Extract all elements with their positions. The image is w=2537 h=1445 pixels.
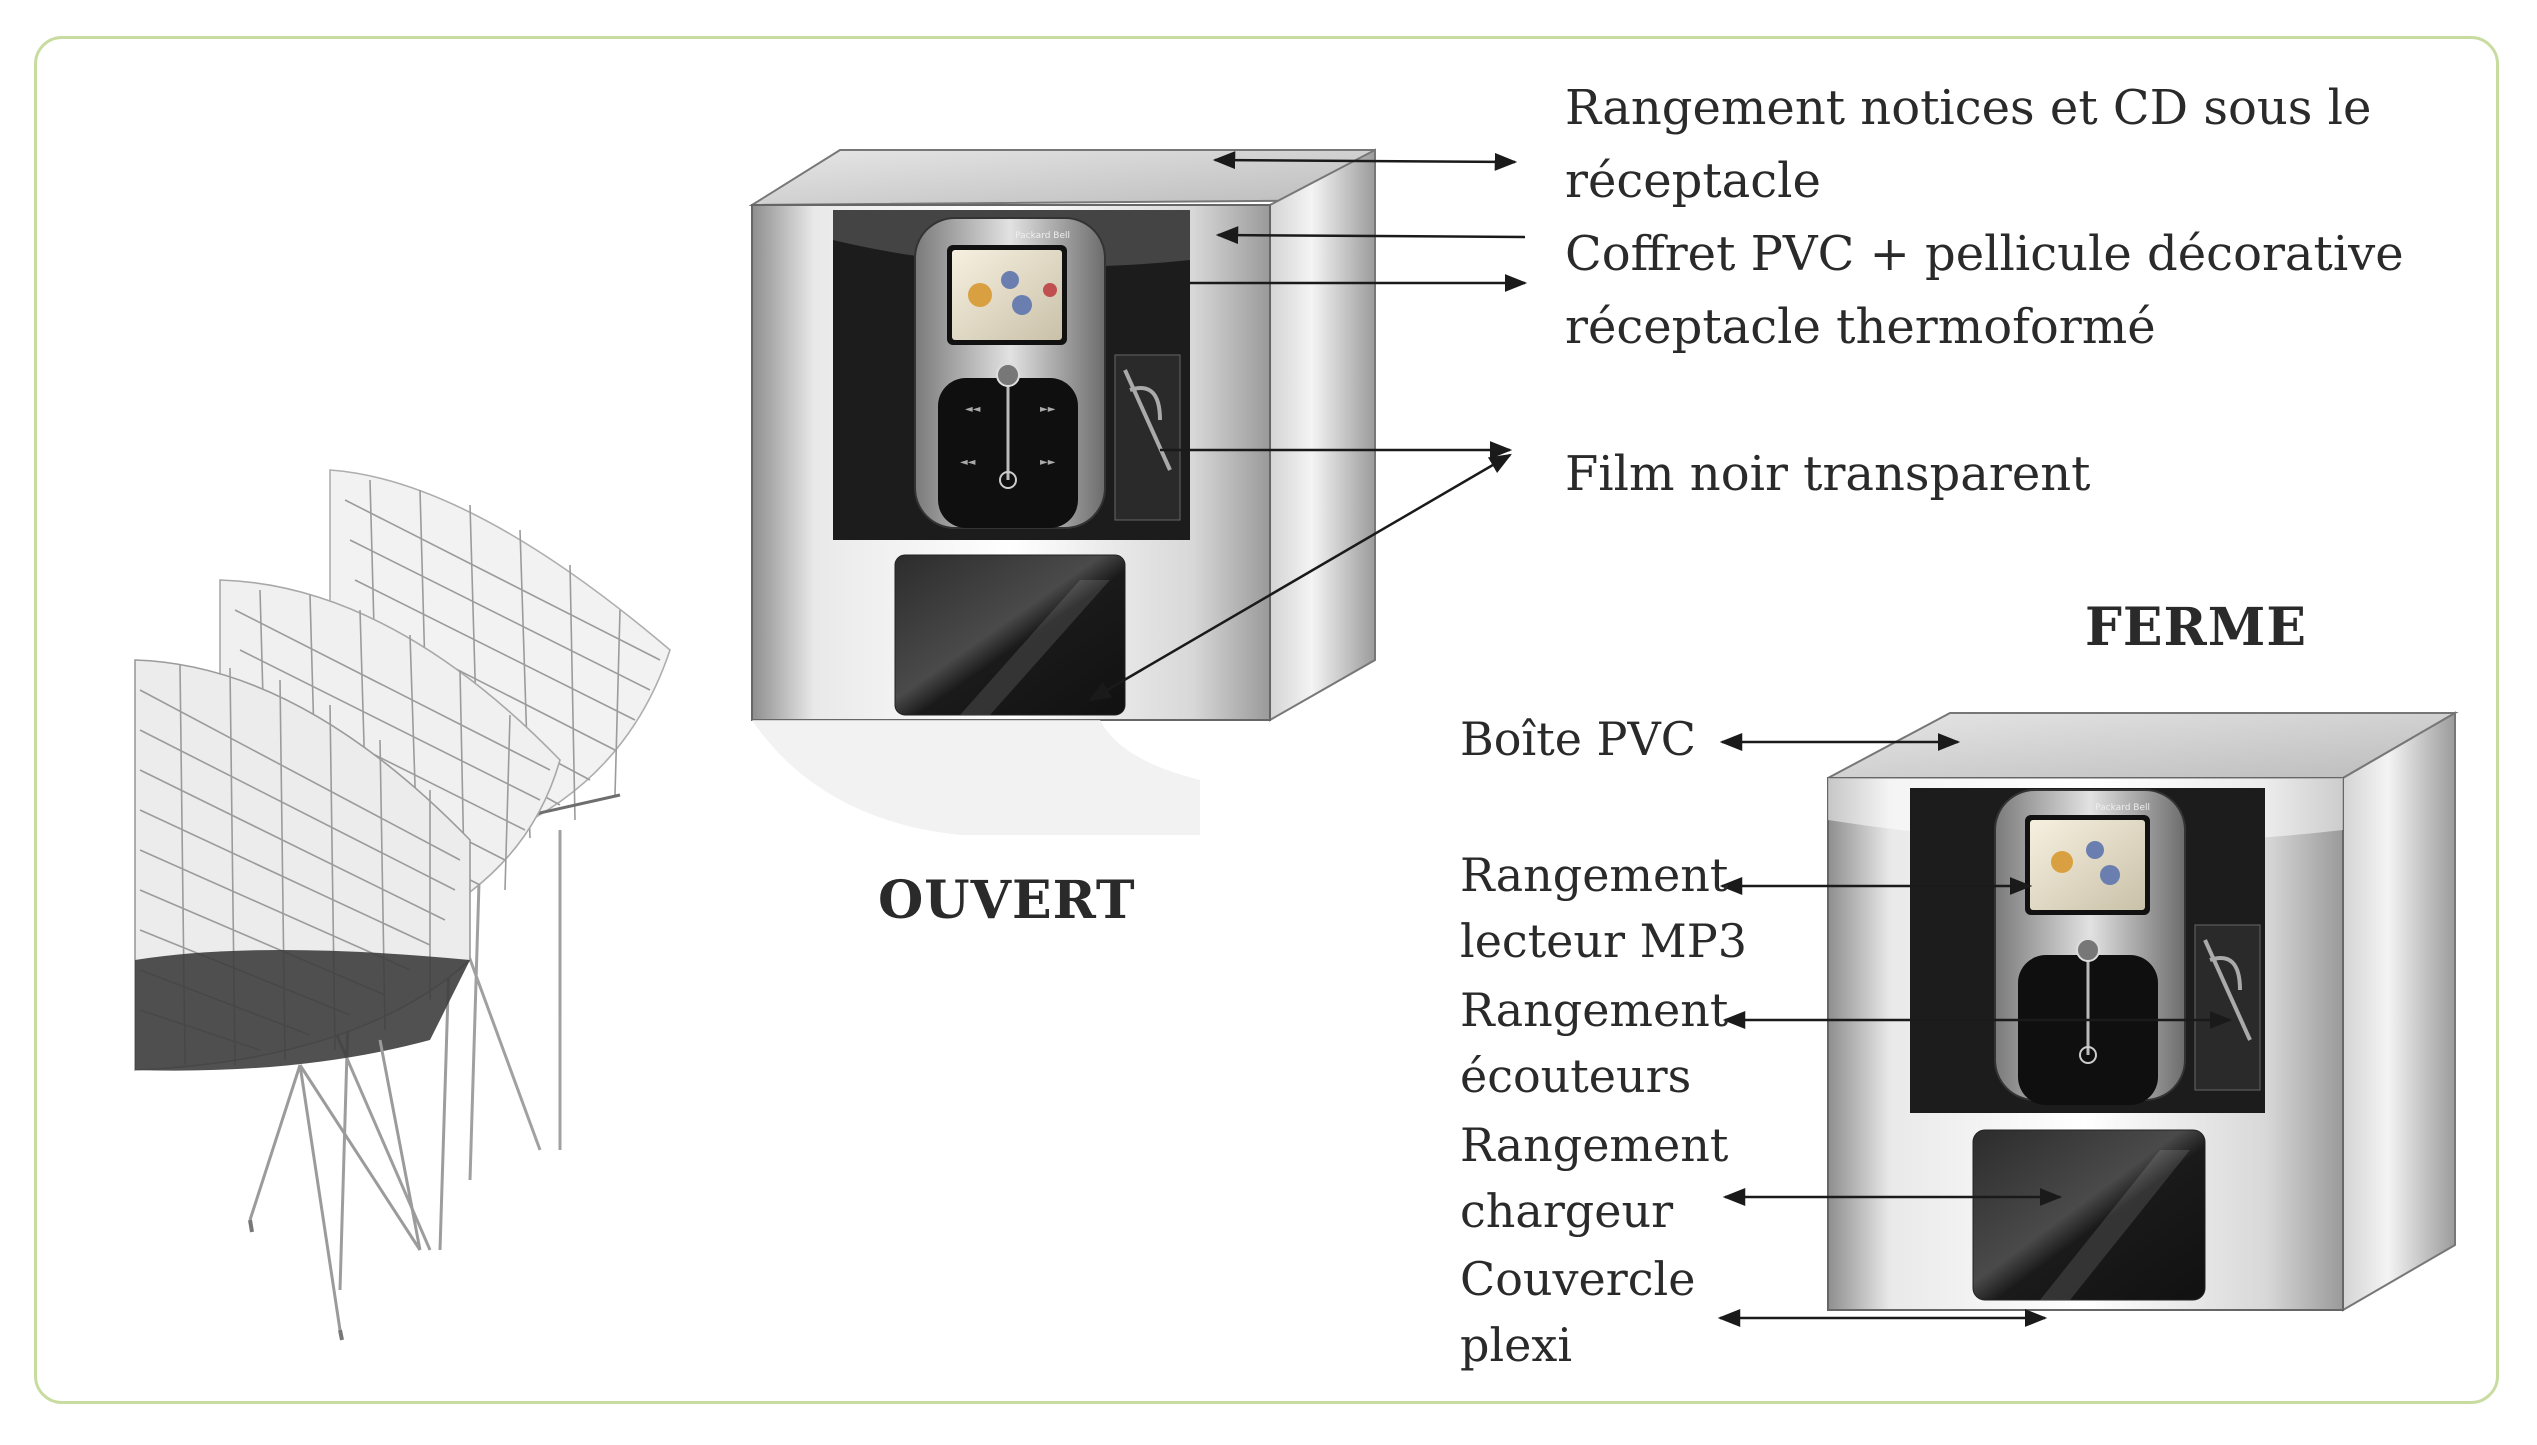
label-boite-pvc: Boîte PVC [1460, 706, 1696, 772]
arrow-film-noir-lid [1088, 453, 1512, 702]
label-rangement-notices: Rangement notices et CD sous le réceptac… [1565, 72, 2371, 218]
heading-ferme: FERME [2085, 597, 2307, 658]
arrow-coffret-pvc [1215, 226, 1526, 245]
label-couvercle-plexi: Couvercle plexi [1460, 1246, 1695, 1378]
callout-arrows [1088, 151, 2233, 1327]
label-rangement-ecouteurs-line2: écouteurs [1460, 1049, 1692, 1103]
brand-label-open: Packard Bell [1015, 231, 1070, 241]
label-rangement-notices-line2: réceptacle [1565, 153, 1821, 209]
label-rangement-mp3-line2: lecteur MP3 [1460, 914, 1747, 968]
svg-text:►►: ►► [1040, 457, 1056, 468]
label-rangement-ecouteurs-line1: Rangement [1460, 983, 1729, 1037]
label-rangement-mp3-line1: Rangement [1460, 848, 1729, 902]
label-coffret-pvc-line1: Coffret PVC + pellicule décorative [1565, 226, 2404, 282]
label-couvercle-plexi-line2: plexi [1460, 1318, 1573, 1372]
earphones-icon [1123, 369, 1172, 471]
box-open-illustration: Packard Bell ◄◄ ►► ◄◄ ►► [748, 148, 1376, 835]
label-rangement-notices-line1: Rangement notices et CD sous le [1565, 80, 2372, 136]
label-rangement-ecouteurs: Rangement écouteurs [1460, 977, 1728, 1109]
label-boite-pvc-text: Boîte PVC [1460, 712, 1696, 766]
label-rangement-chargeur: Rangement chargeur [1460, 1112, 1728, 1244]
label-couvercle-plexi-line1: Couvercle [1460, 1252, 1696, 1306]
brand-label-closed: Packard Bell [2095, 803, 2150, 813]
label-rangement-chargeur-line2: chargeur [1460, 1184, 1674, 1238]
earphones-icon-closed [2203, 939, 2252, 1041]
arrow-rangement-notices [1212, 151, 1518, 171]
wire-chairs-illustration [134, 469, 671, 1341]
label-coffret-pvc: Coffret PVC + pellicule décorative récep… [1565, 218, 2404, 364]
heading-ouvert: OUVERT [878, 870, 1136, 931]
label-film-noir-text: Film noir transparent [1565, 446, 2091, 502]
label-film-noir: Film noir transparent [1565, 438, 2090, 511]
mp3-player-closed: Packard Bell [1994, 789, 2186, 1105]
box-closed-illustration: Packard Bell [1827, 711, 2459, 1312]
svg-text:◄◄: ◄◄ [960, 457, 976, 468]
mp3-player-open: Packard Bell ◄◄ ►► ◄◄ ►► [914, 217, 1106, 529]
svg-text:►►: ►► [1040, 404, 1056, 415]
label-rangement-chargeur-line1: Rangement [1460, 1118, 1729, 1172]
label-rangement-mp3: Rangement lecteur MP3 [1460, 842, 1747, 974]
label-coffret-pvc-line2: réceptacle thermoformé [1565, 299, 2156, 355]
svg-text:◄◄: ◄◄ [965, 404, 981, 415]
